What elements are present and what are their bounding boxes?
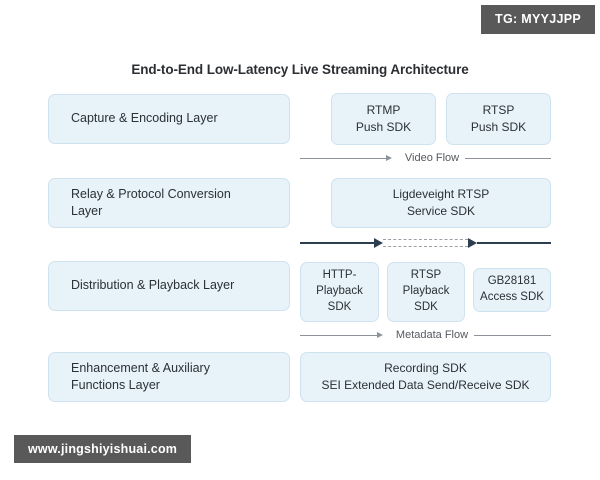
flow-line-right: [474, 334, 551, 336]
flow-label-metadata: Metadata Flow: [395, 329, 469, 341]
module-label: RTSP Playback SDK: [388, 268, 464, 316]
flow-line-right: [465, 157, 551, 159]
arrow-right-icon-second: [468, 238, 477, 248]
module-box-gb28181-access-sdk: GB28181 Access SDK: [473, 268, 551, 312]
layer-label: Relay & Protocol Conversion Layer: [71, 186, 289, 221]
module-line-1: Ligdeveight RTSP: [392, 187, 490, 202]
flow-connector-metadata: Metadata Flow: [300, 328, 551, 342]
connector-line-solid: [300, 242, 374, 244]
layer-label: Distribution & Playback Layer: [71, 278, 235, 293]
module-line-1: GB28181: [487, 275, 537, 288]
layer-label: Enhancement & Auxiliary Functions Layer: [71, 360, 289, 395]
module-label: RTMP Push SDK: [332, 102, 435, 135]
module-line-3: SDK: [414, 300, 438, 313]
diagram-title: End-to-End Low-Latency Live Streaming Ar…: [131, 62, 469, 77]
module-label: HTTP- Playback SDK: [301, 268, 378, 316]
module-box-rtmp-push-sdk: RTMP Push SDK: [331, 93, 436, 145]
module-line-2: Playback: [402, 285, 450, 298]
module-line-2: Access SDK: [480, 291, 544, 303]
module-line-3: SDK: [327, 300, 352, 313]
layer-line-1: Relay & Protocol Conversion: [71, 186, 231, 201]
arrow-right-icon: [374, 238, 383, 248]
module-label: RTSP Push SDK: [447, 102, 550, 135]
layer-label: Capture & Encoding Layer: [71, 111, 218, 126]
module-box-http-playback-sdk: HTTP- Playback SDK: [300, 262, 379, 322]
layer-box-relay-protocol-conversion: Relay & Protocol Conversion Layer: [48, 178, 290, 228]
module-label: Ligdeveight RTSP Service SDK: [332, 186, 550, 219]
module-line-1: RTSP: [410, 269, 442, 282]
module-box-rtsp-push-sdk: RTSP Push SDK: [446, 93, 551, 145]
flow-connector-middle: [300, 237, 551, 249]
layer-line-2: Functions Layer: [71, 378, 160, 392]
connector-line-dashed: [383, 239, 468, 248]
module-line-1: Recording SDK: [384, 361, 467, 376]
module-line-2: Push SDK: [470, 120, 527, 134]
module-line-1: RTSP: [482, 103, 515, 118]
module-label: GB28181 Access SDK: [474, 274, 550, 306]
module-box-rtsp-playback-sdk: RTSP Playback SDK: [387, 262, 465, 322]
telegram-watermark: TG: MYYJJPP: [481, 5, 595, 34]
layer-box-capture-encoding: Capture & Encoding Layer: [48, 94, 290, 144]
module-box-lightweight-rtsp-service-sdk: Ligdeveight RTSP Service SDK: [331, 178, 551, 228]
arrow-right-icon: [385, 155, 392, 161]
module-line-2: Playback: [316, 285, 363, 298]
flow-label-video: Video Flow: [404, 152, 460, 164]
module-label: Recording SDK SEI Extended Data Send/Rec…: [301, 360, 550, 393]
module-box-recording-sdk: Recording SDK SEI Extended Data Send/Rec…: [300, 352, 551, 402]
layer-line-1: Enhancement & Auxiliary: [71, 360, 210, 375]
module-line-1: HTTP-: [322, 269, 357, 282]
website-watermark: www.jingshiyishuai.com: [14, 434, 192, 463]
layer-line-2: Layer: [71, 204, 103, 218]
flow-line-left: [300, 157, 386, 159]
module-line-1: RTMP: [366, 103, 401, 118]
layer-box-enhancement-auxiliary: Enhancement & Auxiliary Functions Layer: [48, 352, 290, 402]
arrow-right-icon: [376, 332, 383, 338]
flow-line-left: [300, 334, 377, 336]
module-line-2: SEI Extended Data Send/Receive SDK: [321, 378, 530, 392]
flow-connector-video: Video Flow: [300, 151, 551, 165]
layer-box-distribution-playback: Distribution & Playback Layer: [48, 261, 290, 311]
module-line-2: Push SDK: [355, 120, 412, 134]
connector-line-tail: [477, 242, 551, 244]
module-line-2: Service SDK: [406, 204, 476, 218]
